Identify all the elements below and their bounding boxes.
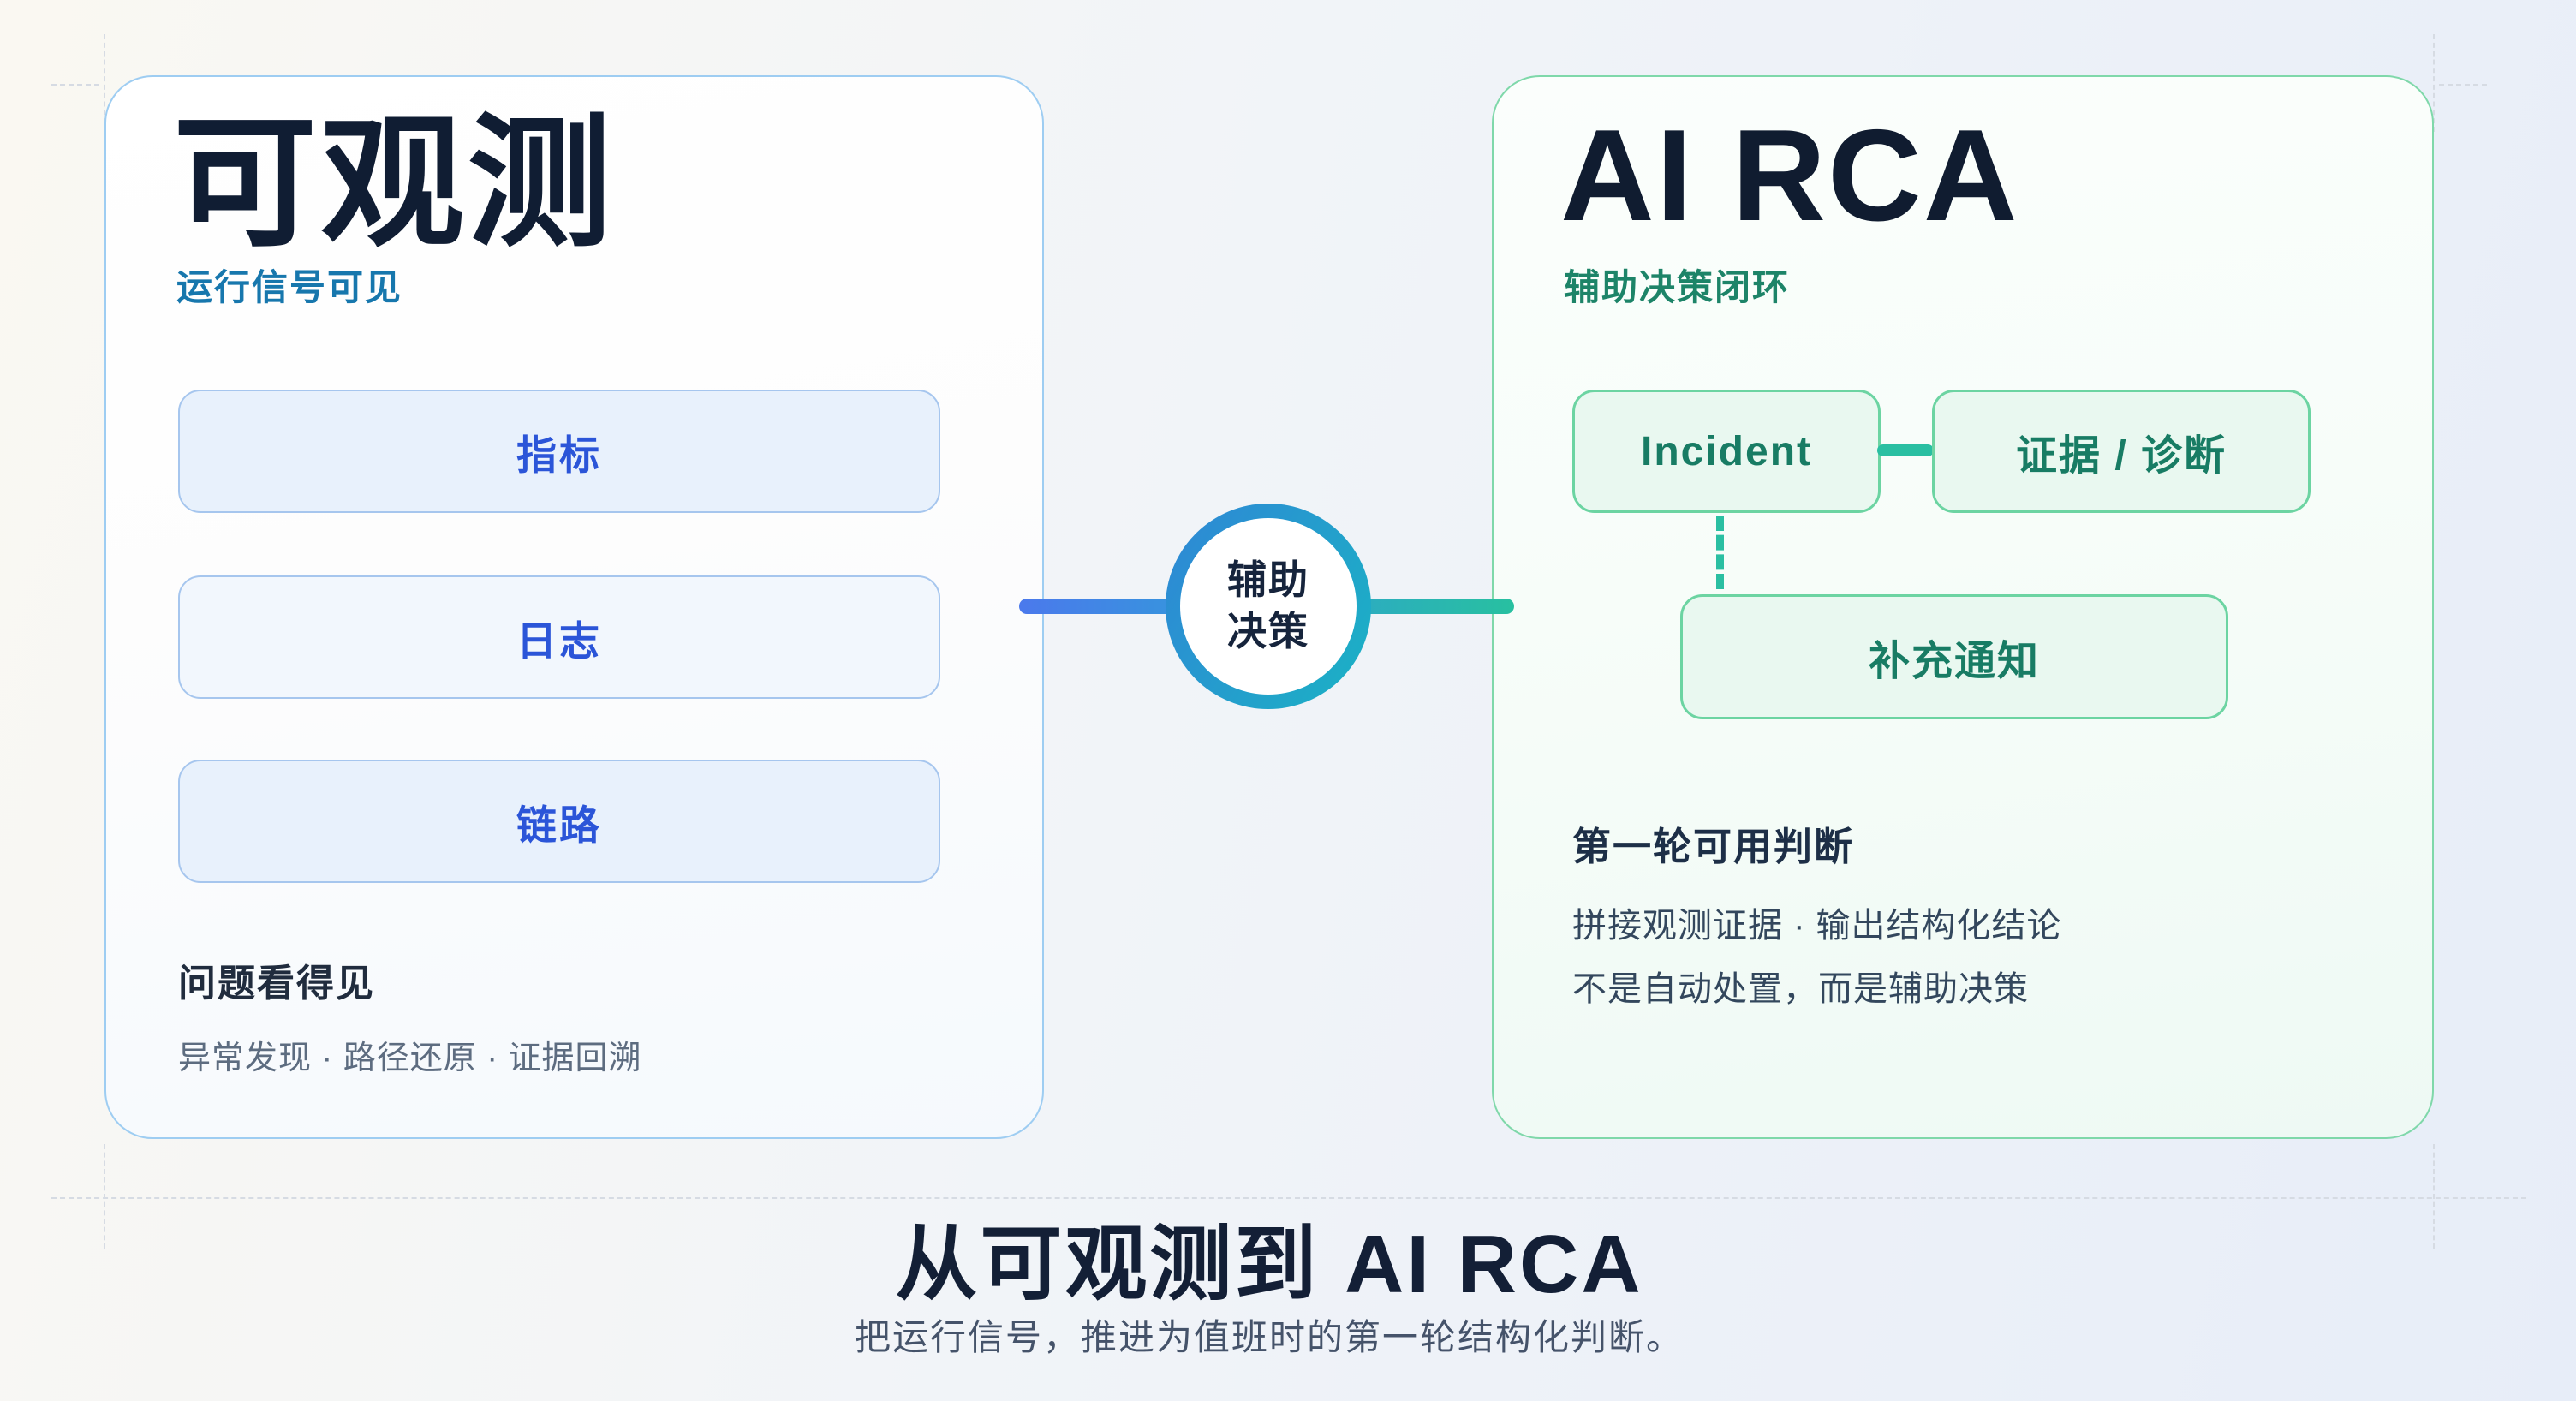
guide-top-left-horizontal bbox=[51, 84, 99, 86]
supplement-notify-label: 补充通知 bbox=[1868, 639, 2040, 684]
observability-footer-text: 异常发现 · 路径还原 · 证据回溯 bbox=[178, 1040, 642, 1076]
incident-node: Incident bbox=[1572, 390, 1881, 513]
signal-box-traces: 链路 bbox=[178, 760, 940, 883]
ai-rca-footer-line1: 拼接观测证据 · 输出结构化结论 bbox=[1572, 907, 2062, 945]
guide-bottom-right-vertical bbox=[2433, 1144, 2435, 1249]
signal-box-traces-label: 链路 bbox=[516, 802, 602, 848]
incident-node-label: Incident bbox=[1640, 428, 1812, 474]
ai-rca-title: AI RCA bbox=[1560, 103, 2019, 248]
observability-subtitle: 运行信号可见 bbox=[176, 267, 403, 307]
signal-box-metrics-label: 指标 bbox=[516, 432, 602, 478]
observability-title: 可观测 bbox=[173, 103, 615, 264]
signal-box-metrics: 指标 bbox=[178, 390, 940, 513]
assist-decision-line1: 辅助 bbox=[1227, 557, 1309, 603]
evidence-diagnosis-label: 证据 / 诊断 bbox=[2015, 433, 2227, 479]
assist-decision-label: 辅助 决策 bbox=[1227, 555, 1309, 658]
ai-rca-footer-line2: 不是自动处置，而是辅助决策 bbox=[1572, 970, 2029, 1008]
guide-top-right-vertical bbox=[2433, 34, 2435, 132]
bottom-subtitle: 把运行信号，推进为值班时的第一轮结构化判断。 bbox=[854, 1317, 1684, 1357]
signal-box-logs: 日志 bbox=[178, 575, 940, 699]
guide-bottom-horizontal bbox=[51, 1197, 2526, 1199]
ai-rca-footer-title: 第一轮可用判断 bbox=[1572, 825, 1855, 868]
guide-top-right-horizontal bbox=[2439, 84, 2487, 86]
assist-decision-line2: 决策 bbox=[1227, 609, 1309, 653]
incident-notify-dashed-link bbox=[1716, 516, 1724, 589]
assist-decision-circle: 辅助 决策 bbox=[1166, 504, 1371, 709]
evidence-diagnosis-node: 证据 / 诊断 bbox=[1932, 390, 2311, 513]
incident-evidence-link bbox=[1877, 444, 1934, 456]
ai-rca-subtitle: 辅助决策闭环 bbox=[1564, 267, 1791, 307]
guide-bottom-left-vertical bbox=[104, 1144, 105, 1249]
guide-top-left-vertical bbox=[104, 34, 105, 132]
observability-card: 可观测 运行信号可见 指标 日志 链路 问题看得见 异常发现 · 路径还原 · … bbox=[104, 75, 1044, 1139]
bottom-title: 从可观测到 AI RCA bbox=[895, 1219, 1643, 1310]
signal-box-logs-label: 日志 bbox=[516, 617, 602, 664]
supplement-notify-node: 补充通知 bbox=[1680, 594, 2228, 719]
observability-footer-title: 问题看得见 bbox=[178, 963, 375, 1005]
ai-rca-card: AI RCA 辅助决策闭环 Incident 证据 / 诊断 补充通知 第一轮可… bbox=[1492, 75, 2434, 1139]
